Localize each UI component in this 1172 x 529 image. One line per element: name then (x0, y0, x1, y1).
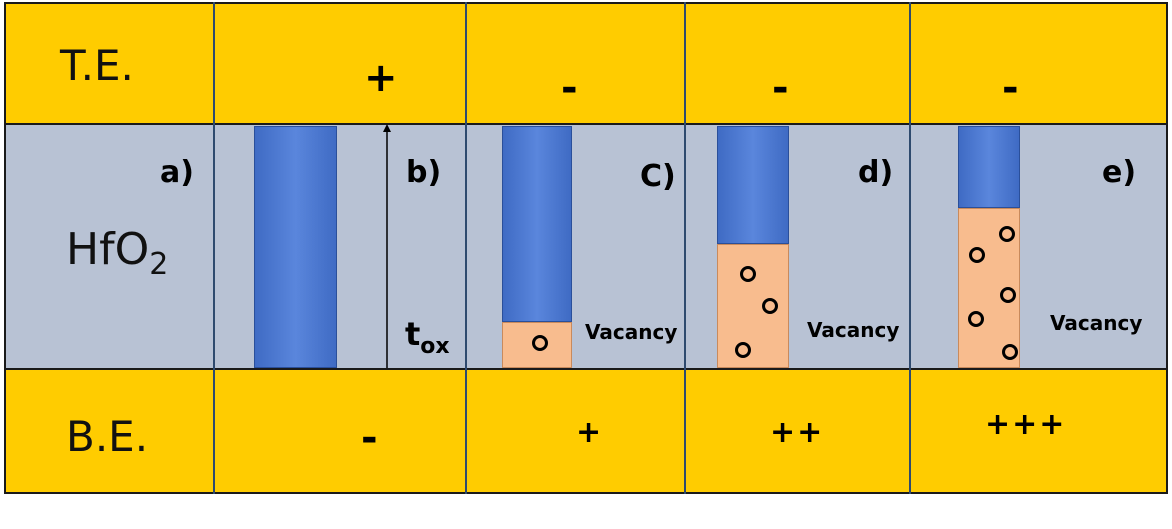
column-divider (684, 2, 686, 494)
oxide-label: HfO2 (66, 224, 169, 282)
panel-label-e: e) (1102, 155, 1137, 190)
panel-label-d: d) (858, 155, 894, 190)
vacancy-label-d: Vacancy (807, 318, 900, 342)
filament-d (717, 126, 789, 244)
top-sign-d: - (772, 65, 789, 111)
thickness-arrow (383, 124, 391, 368)
column-divider (465, 2, 467, 494)
vacancy-dot (1000, 287, 1016, 303)
vacancy-region-c (502, 322, 572, 368)
filament-e (958, 126, 1020, 208)
vacancy-label-c: Vacancy (585, 320, 678, 344)
bottom-sign-b: - (361, 415, 378, 461)
top-sign-c: - (561, 65, 578, 111)
vacancy-dot (762, 298, 778, 314)
panel-label-a: a) (160, 155, 194, 190)
panel-label-b: b) (406, 155, 442, 190)
filament-b (254, 126, 337, 368)
filament-c (502, 126, 572, 322)
top-sign-b: + (364, 55, 398, 101)
bottom-sign-c: + (576, 415, 602, 450)
bottom-sign-d: ++ (770, 415, 825, 450)
column-divider (909, 2, 911, 494)
vacancy-dot (1002, 344, 1018, 360)
bottom-sign-e: +++ (985, 407, 1067, 442)
vacancy-dot (532, 335, 548, 351)
bottom-electrode-label: B.E. (66, 412, 149, 461)
vacancy-dot (735, 342, 751, 358)
bottom-electrode-band (4, 368, 1168, 494)
panel-label-c: C) (640, 159, 676, 194)
top-electrode-band (4, 2, 1168, 125)
vacancy-dot (969, 247, 985, 263)
vacancy-dot (968, 311, 984, 327)
vacancy-dot (999, 226, 1015, 242)
vacancy-region-d (717, 244, 789, 368)
column-divider (213, 2, 215, 494)
thickness-label: tox (405, 315, 450, 359)
top-sign-e: - (1002, 65, 1019, 111)
vacancy-label-e: Vacancy (1050, 311, 1143, 335)
top-electrode-label: T.E. (60, 41, 134, 90)
vacancy-dot (740, 266, 756, 282)
